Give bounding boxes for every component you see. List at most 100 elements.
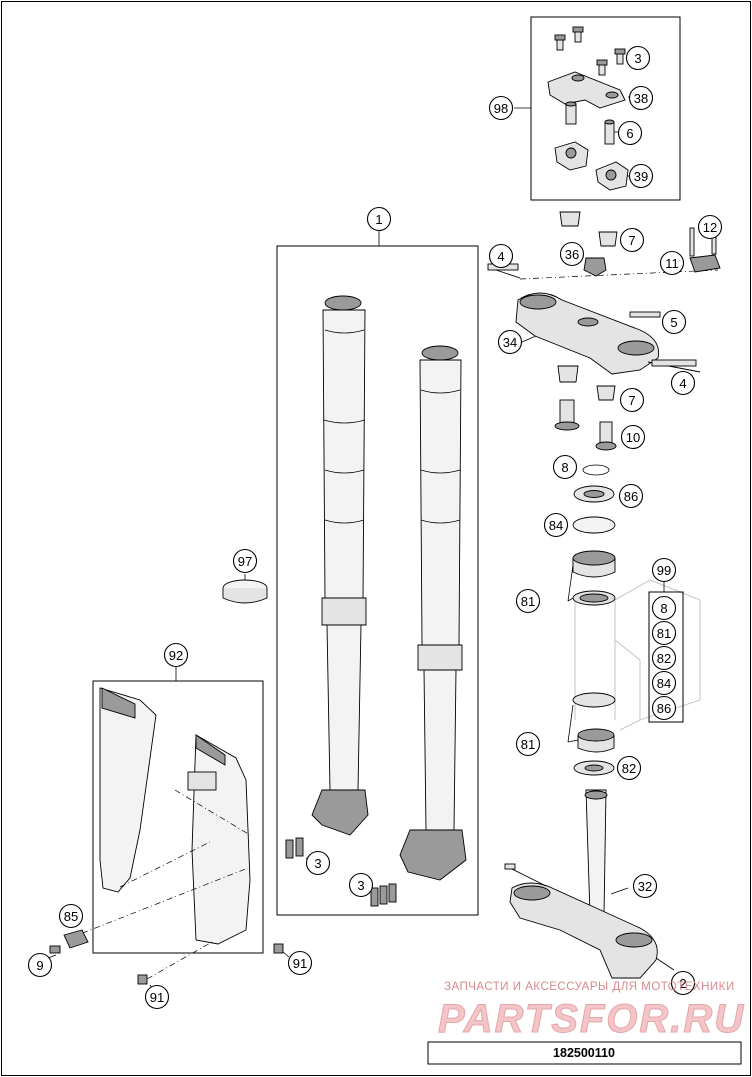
- callout-label: 39: [634, 169, 648, 184]
- callout-label: 9: [36, 958, 43, 973]
- callout-label: 8: [660, 601, 667, 616]
- callout-circle: [58, 903, 84, 929]
- watermark-site: PARTSFOR.RU: [438, 997, 745, 1041]
- part-84-dust-ring: [572, 516, 616, 534]
- callout-label: 81: [521, 594, 535, 609]
- part-8-o-ring: [582, 464, 610, 476]
- callout-circle: [651, 645, 677, 671]
- callout-label: 8: [561, 460, 568, 475]
- group-box-99: [648, 582, 684, 723]
- callout-2: 2: [670, 970, 696, 996]
- callout-circle: [670, 970, 696, 996]
- callout-4: 4: [488, 243, 514, 269]
- callout-circle: [27, 952, 53, 978]
- callout-circle: [617, 120, 643, 146]
- callout-label: 84: [549, 518, 563, 533]
- callout-8: 8: [651, 595, 677, 621]
- callout-label: 92: [169, 648, 183, 663]
- callout-circle: [305, 850, 331, 876]
- callout-label: 3: [314, 856, 321, 871]
- callout-1: 1: [366, 206, 392, 232]
- callout-label: 3: [357, 878, 364, 893]
- callout-label: 86: [624, 489, 638, 504]
- callout-84: 84: [651, 670, 677, 696]
- part-5-bolt: [629, 311, 661, 318]
- callout-circle: [659, 250, 685, 276]
- callout-6: 6: [617, 120, 643, 146]
- callout-3: 3: [625, 45, 651, 71]
- callout-82: 82: [651, 645, 677, 671]
- callout-circle: [552, 454, 578, 480]
- callout-circle: [697, 214, 723, 240]
- part-34-upper-triple-clamp: [487, 263, 719, 375]
- callout-39: 39: [628, 163, 654, 189]
- callout-circle: [651, 620, 677, 646]
- callout-layer: 1233344567788910111232343638398181818282…: [27, 45, 723, 1010]
- callout-label: 85: [64, 909, 78, 924]
- callout-label: 84: [657, 676, 671, 691]
- part-91-screw-left: [137, 941, 213, 991]
- callout-label: 82: [622, 761, 636, 776]
- callout-label: 99: [657, 563, 671, 578]
- callout-7: 7: [619, 227, 645, 253]
- callout-circle: [628, 85, 654, 111]
- callout-label: 6: [626, 126, 633, 141]
- callout-label: 91: [150, 990, 164, 1005]
- callout-91: 91: [144, 984, 170, 1010]
- part-7-bushings: [557, 211, 618, 401]
- callout-3: 3: [305, 850, 331, 876]
- callout-circle: [616, 755, 642, 781]
- callout-81: 81: [515, 588, 541, 614]
- callout-circle: [618, 483, 644, 509]
- callout-circle: [632, 873, 658, 899]
- callout-label: 81: [521, 737, 535, 752]
- callout-98: 98: [488, 95, 514, 121]
- callout-81: 81: [651, 620, 677, 646]
- callout-circle: [515, 588, 541, 614]
- part-11-cable-guide: [689, 225, 721, 273]
- callout-label: 98: [494, 101, 508, 116]
- bolt-set-left: [285, 837, 304, 859]
- part-32-lower-triple-clamp: [504, 789, 675, 979]
- part-9-screw: [47, 945, 61, 959]
- callout-label: 4: [679, 376, 686, 391]
- callout-12: 12: [697, 214, 723, 240]
- callout-circle: [559, 241, 585, 267]
- part-36-nut: [583, 257, 607, 277]
- callout-circle: [488, 95, 514, 121]
- callout-82: 82: [616, 755, 642, 781]
- steering-bearing-stack: [567, 464, 701, 776]
- callout-32: 32: [632, 873, 658, 899]
- callout-label: 81: [657, 626, 671, 641]
- callout-97: 97: [232, 548, 258, 574]
- group-box-98: [514, 16, 681, 201]
- callout-3: 3: [348, 872, 374, 898]
- callout-circle: [625, 45, 651, 71]
- callout-7: 7: [619, 387, 645, 413]
- callout-circle: [488, 243, 514, 269]
- fork-leg-right: [399, 345, 467, 881]
- callout-99: 99: [651, 557, 677, 583]
- part-97-clamp-ring: [222, 574, 268, 604]
- callout-label: 82: [657, 651, 671, 666]
- callout-circle: [543, 512, 569, 538]
- callout-81: 81: [515, 731, 541, 757]
- callout-8: 8: [552, 454, 578, 480]
- callout-10: 10: [620, 424, 646, 450]
- callout-label: 36: [565, 247, 579, 262]
- callout-label: 7: [628, 393, 635, 408]
- callout-circle: [497, 329, 523, 355]
- callout-label: 38: [634, 91, 648, 106]
- callout-36: 36: [559, 241, 585, 267]
- part-10-bushings: [554, 399, 617, 451]
- fork-leg-left: [311, 295, 369, 836]
- part-91-screw-right: [273, 943, 290, 958]
- callout-circle: [651, 557, 677, 583]
- callout-circle: [287, 950, 313, 976]
- callout-label: 97: [238, 554, 252, 569]
- callout-label: 10: [626, 430, 640, 445]
- callout-label: 11: [665, 256, 679, 271]
- callout-circle: [232, 548, 258, 574]
